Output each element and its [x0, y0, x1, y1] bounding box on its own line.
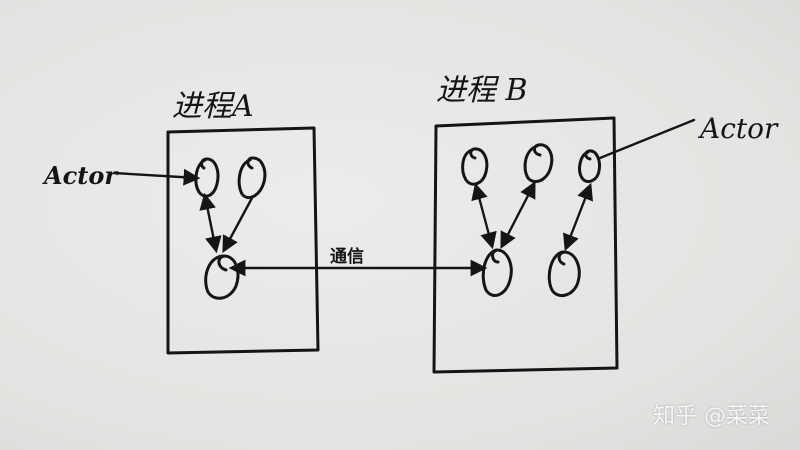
process-a-node-bottom	[204, 254, 240, 300]
actor-left-link	[112, 168, 201, 186]
process-b-edge-middle	[500, 181, 536, 249]
actor-left-label: Actor	[42, 161, 119, 190]
process-b-edge-left	[471, 182, 497, 250]
process-b-box	[432, 116, 619, 374]
process-b-node-right	[547, 250, 581, 298]
actor-right: Actor	[598, 112, 779, 160]
process-a: 进程A	[166, 89, 320, 355]
process-a-edge-right	[222, 196, 254, 253]
process-b-node-top-middle	[523, 143, 554, 183]
process-b-node-top-left	[461, 147, 489, 186]
process-a-node-top-right	[237, 156, 267, 199]
actor-right-label: Actor	[697, 112, 779, 145]
process-b: 进程 B	[432, 73, 619, 374]
process-b-node-top-right	[578, 149, 601, 183]
actor-right-link	[598, 118, 696, 160]
process-a-title: 进程A	[172, 89, 254, 124]
process-b-edge-right	[563, 182, 593, 252]
process-a-node-top-left	[194, 157, 220, 198]
process-a-edge-left	[199, 192, 222, 254]
process-b-title: 进程 B	[436, 73, 528, 108]
inter-process-link: 通信	[228, 246, 488, 277]
process-a-box	[166, 126, 320, 355]
watermark: 知乎 @菜菜	[653, 404, 770, 429]
inter-process-label: 通信	[330, 246, 364, 267]
actor-left: Actor	[42, 161, 201, 190]
process-b-node-center	[481, 248, 513, 297]
